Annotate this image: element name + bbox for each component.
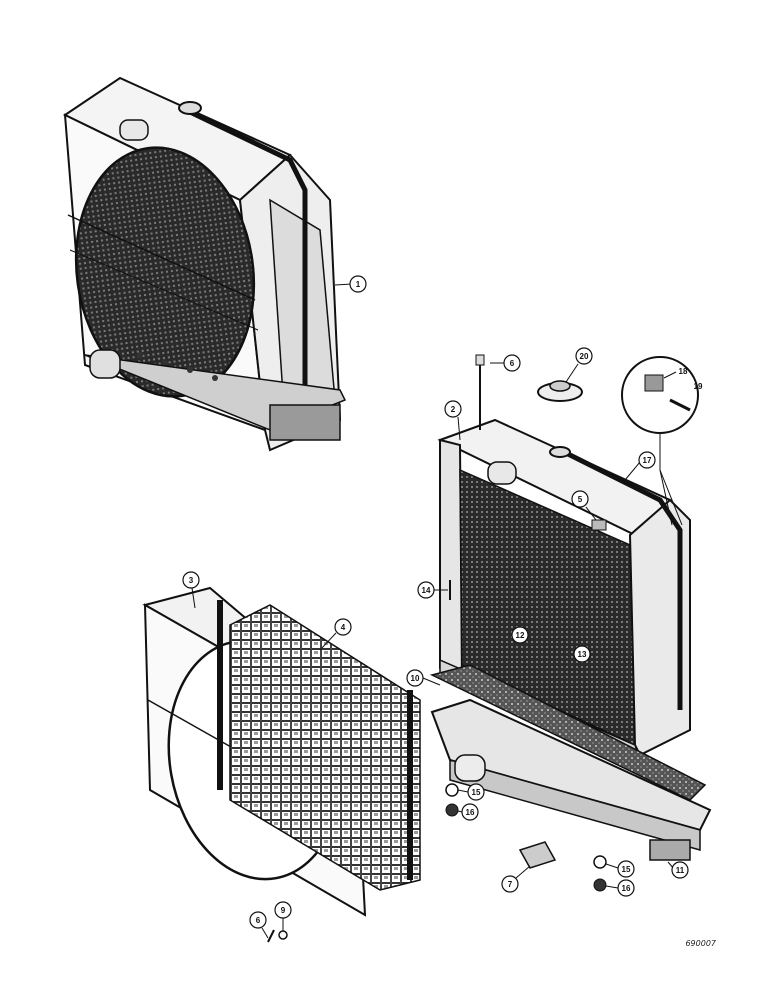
callout-20: 20	[580, 352, 589, 361]
callout-14: 14	[422, 586, 431, 595]
callout-9: 9	[281, 906, 286, 915]
callout-7: 7	[508, 880, 513, 889]
callout-6-top: 6	[510, 359, 515, 368]
hardware-parts	[267, 354, 699, 943]
callout-3: 3	[189, 576, 194, 585]
callout-19: 19	[694, 382, 703, 391]
callout-17: 17	[643, 456, 652, 465]
callout-12: 12	[516, 631, 525, 640]
callout-11: 11	[676, 866, 685, 875]
reference-code: 690007	[685, 939, 716, 948]
callout-13: 13	[578, 650, 587, 659]
callout-6-bottom: 6	[256, 916, 261, 925]
grille-screen	[217, 600, 421, 891]
radiator-assembly	[62, 76, 347, 452]
callout-10: 10	[411, 674, 420, 683]
bottom-tank	[429, 664, 712, 861]
callout-5: 5	[578, 495, 583, 504]
callout-2: 2	[451, 405, 456, 414]
callout-15-right: 15	[622, 865, 631, 874]
callouts: 1 2 3 4 5 6 6 7 9 10	[182, 275, 703, 939]
callout-18: 18	[679, 367, 688, 376]
callout-16-right: 16	[622, 884, 631, 893]
callout-1: 1	[356, 280, 361, 289]
callout-4: 4	[341, 623, 346, 632]
callout-15-left: 15	[472, 788, 481, 797]
callout-16-left: 16	[466, 808, 475, 817]
